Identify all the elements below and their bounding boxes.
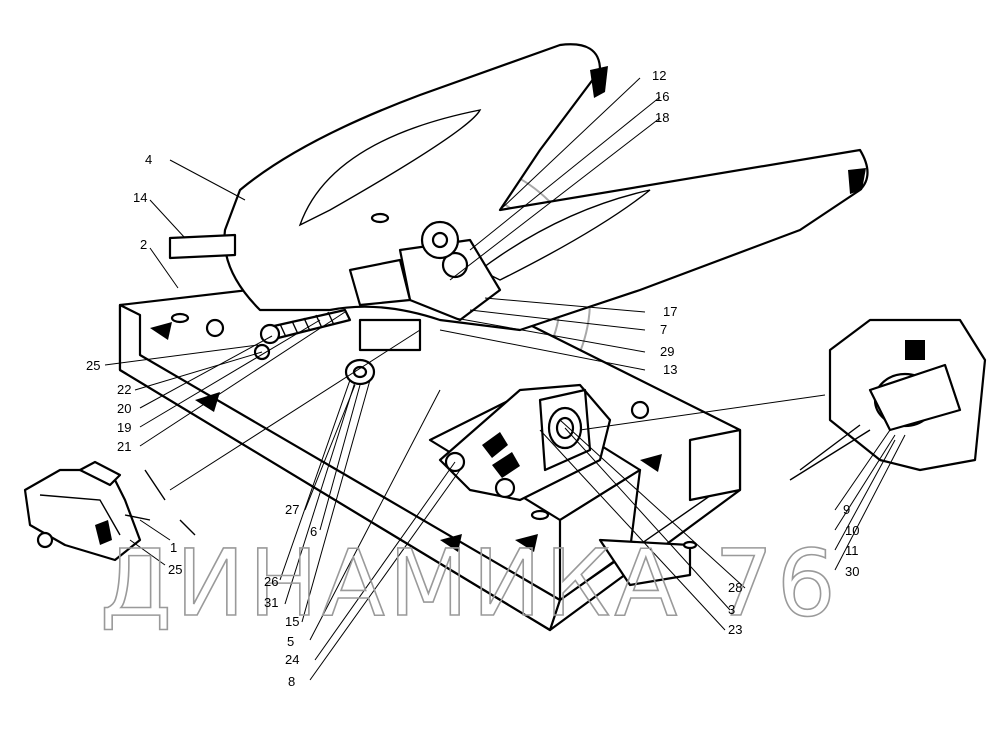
detail-inset-left bbox=[23, 460, 196, 562]
pivot-bracket bbox=[438, 383, 650, 502]
callout-25-right: 25 bbox=[168, 562, 182, 577]
coupling-plate bbox=[168, 43, 869, 332]
callout-1: 1 bbox=[170, 540, 177, 555]
callout-18: 18 bbox=[655, 110, 669, 125]
lock-mechanism bbox=[344, 220, 502, 386]
callout-28: 28 bbox=[728, 580, 742, 595]
adjustment-rod bbox=[205, 308, 352, 361]
callout-17: 17 bbox=[663, 304, 677, 319]
callout-13: 13 bbox=[663, 362, 677, 377]
callout-26: 26 bbox=[264, 574, 278, 589]
callout-12: 12 bbox=[652, 68, 666, 83]
callout-16: 16 bbox=[655, 89, 669, 104]
watermark-text: ДИНАМИКА 76 bbox=[100, 530, 840, 637]
callout-11: 11 bbox=[845, 543, 859, 558]
callout-14: 14 bbox=[133, 190, 147, 205]
callout-24: 24 bbox=[285, 652, 299, 667]
callout-6: 6 bbox=[310, 524, 317, 539]
callout-5: 5 bbox=[287, 634, 294, 649]
callout-8: 8 bbox=[288, 674, 295, 689]
callout-29: 29 bbox=[660, 344, 674, 359]
callout-30: 30 bbox=[845, 564, 859, 579]
callout-10: 10 bbox=[845, 523, 859, 538]
leader-lines bbox=[104, 77, 906, 681]
callout-27: 27 bbox=[285, 502, 299, 517]
callout-21: 21 bbox=[117, 439, 131, 454]
callout-3: 3 bbox=[728, 602, 735, 617]
callout-2: 2 bbox=[140, 237, 147, 252]
callout-25-left: 25 bbox=[86, 358, 100, 373]
callout-9: 9 bbox=[843, 502, 850, 517]
callout-4: 4 bbox=[145, 152, 152, 167]
callout-15: 15 bbox=[285, 614, 299, 629]
callout-20: 20 bbox=[117, 401, 131, 416]
callout-31: 31 bbox=[264, 595, 278, 610]
callout-19: 19 bbox=[117, 420, 131, 435]
detail-inset-right bbox=[789, 318, 987, 481]
callout-22: 22 bbox=[117, 382, 131, 397]
callout-7: 7 bbox=[660, 322, 667, 337]
callout-23: 23 bbox=[728, 622, 742, 637]
callout-labels: 4 14 2 12 16 18 17 7 29 13 25 22 20 19 2… bbox=[86, 68, 859, 689]
